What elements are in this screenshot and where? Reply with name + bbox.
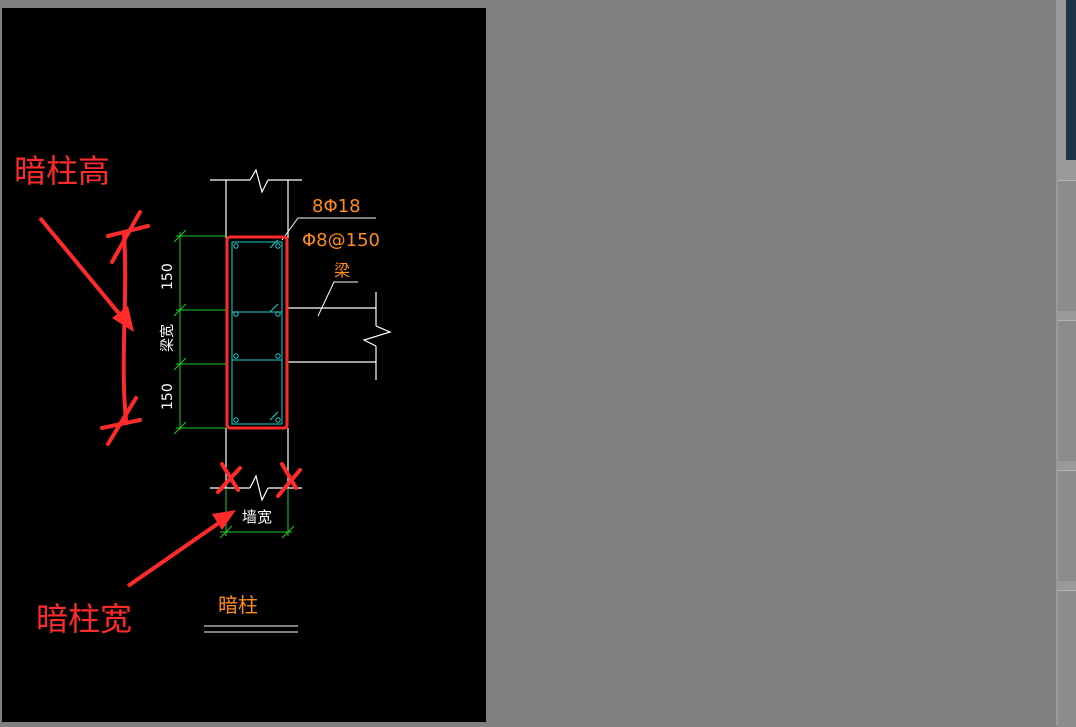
side-panel-block [1058, 470, 1076, 581]
dimension-wall-width: 墙宽 [242, 508, 272, 526]
dimension-beam-width: 梁宽 [159, 324, 176, 352]
title-underline [204, 625, 298, 633]
dimension-150-top: 150 [160, 263, 176, 290]
beam-label: 梁 [334, 261, 350, 280]
column-highlight-box [225, 235, 289, 430]
annotation-arrows [38, 216, 236, 588]
stirrup-label: Φ8@150 [302, 230, 380, 251]
column-reinforcement [231, 239, 283, 425]
width-markup [216, 462, 302, 498]
side-panel-block [1058, 590, 1076, 727]
side-panel-block [1058, 320, 1076, 461]
dimension-150-bottom: 150 [160, 383, 176, 410]
rebar-dots [233, 243, 281, 423]
main-rebar-label: 8Φ18 [312, 196, 361, 217]
column-height-annotation: 暗柱高 [14, 152, 110, 190]
side-panel-block [1058, 180, 1076, 311]
dimension-lines [173, 229, 295, 539]
column-width-annotation: 暗柱宽 [36, 600, 132, 638]
cad-drawing-canvas [2, 8, 486, 722]
window-edge-tab [1066, 0, 1076, 160]
beam-outline [288, 292, 392, 380]
detail-title: 暗柱 [218, 593, 258, 617]
side-panel-strip [1056, 0, 1076, 727]
height-markup [100, 210, 150, 446]
